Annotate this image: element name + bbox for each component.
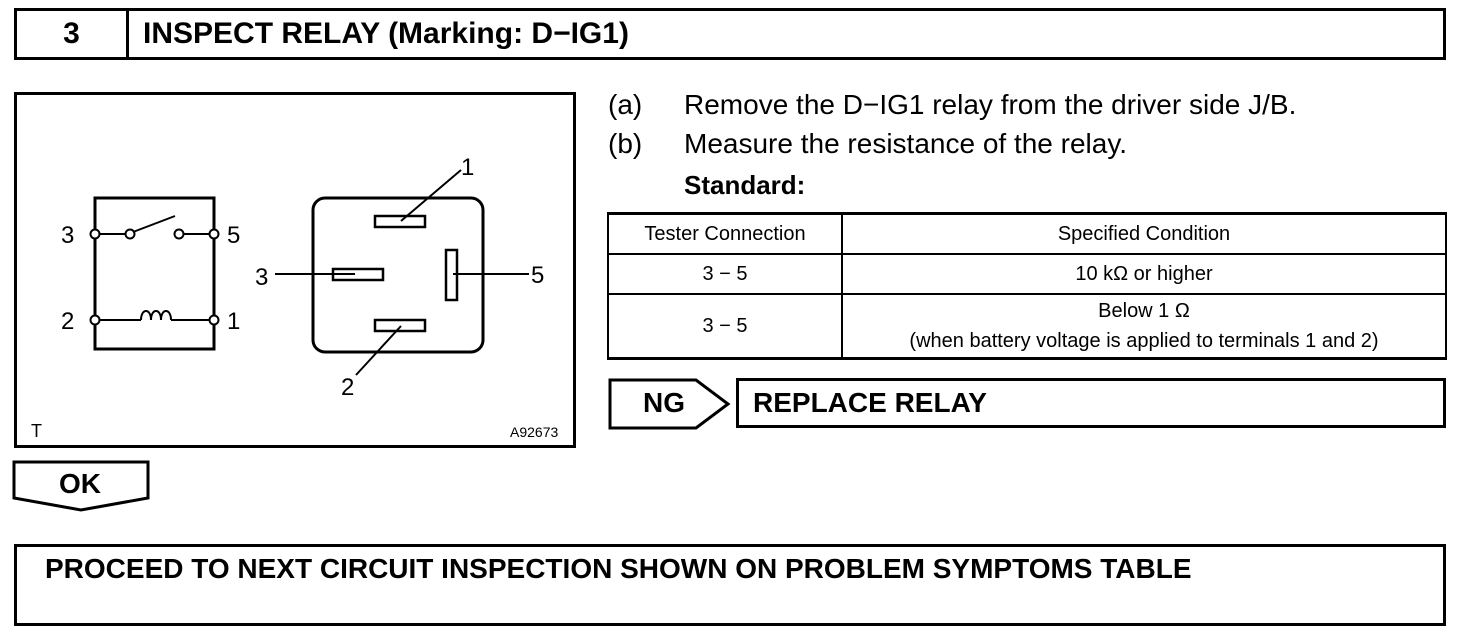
figure-corner-mark: T — [31, 421, 42, 441]
connector-pin-2-label: 2 — [341, 374, 354, 401]
row-1-condition: 10 kΩ or higher — [841, 253, 1447, 295]
schematic-pin-2-label: 2 — [61, 308, 74, 335]
connector-pin-3-label: 3 — [255, 264, 268, 291]
pin-3-terminal — [89, 228, 101, 240]
table-header-row: Tester Connection Specified Condition — [607, 212, 1447, 255]
table-row: 3 − 5 Below 1 Ω (when battery voltage is… — [607, 293, 1447, 360]
step-a-letter: (a) — [608, 89, 643, 120]
ng-arrow-shape — [608, 378, 731, 430]
step-number: 3 — [17, 11, 129, 57]
ng-action-box: REPLACE RELAY — [736, 378, 1446, 428]
step-title: INSPECT RELAY (Marking: D−IG1) — [143, 17, 629, 50]
ok-arrow-shape — [12, 460, 150, 512]
switch-lever — [132, 215, 176, 233]
header-tester-connection: Tester Connection — [607, 212, 843, 255]
pin-2-terminal — [89, 314, 101, 326]
schematic-pin-1-label: 1 — [227, 308, 240, 335]
connector-pin-1-label: 1 — [461, 154, 474, 181]
row-2-connection: 3 − 5 — [607, 293, 843, 360]
relay-diagram: 3 5 2 1 1 3 5 2 T A92673 — [31, 154, 558, 441]
step-a-text: Remove the D−IG1 relay from the driver s… — [684, 89, 1297, 120]
step-b-letter: (b) — [608, 128, 643, 159]
proceed-box: PROCEED TO NEXT CIRCUIT INSPECTION SHOWN… — [14, 544, 1446, 626]
step-b-text: Measure the resistance of the relay. — [684, 128, 1128, 159]
schematic-box — [93, 196, 216, 351]
standard-label: Standard: — [684, 170, 806, 200]
schematic-pin-3-label: 3 — [61, 222, 74, 249]
ng-label: NG — [643, 387, 685, 418]
row-2-condition: Below 1 Ω — [1098, 300, 1190, 322]
pin-1-terminal — [208, 314, 220, 326]
switch-contact-right — [173, 228, 185, 240]
row-2-condition-note: (when battery voltage is applied to term… — [909, 330, 1379, 352]
step-header: 3 INSPECT RELAY (Marking: D−IG1) — [14, 8, 1446, 60]
connector-pin-5-label: 5 — [531, 262, 544, 289]
coil-symbol — [140, 310, 172, 321]
connector-pin-1 — [373, 214, 427, 229]
header-specified-condition: Specified Condition — [841, 212, 1447, 255]
figure-code: A92673 — [510, 424, 558, 440]
spec-table: Tester Connection Specified Condition 3 … — [607, 212, 1447, 360]
table-row: 3 − 5 10 kΩ or higher — [607, 253, 1447, 295]
pin-5-terminal — [208, 228, 220, 240]
row-2-condition-cell: Below 1 Ω (when battery voltage is appli… — [841, 293, 1447, 360]
relay-figure: 3 5 2 1 1 3 5 2 T A92673 — [14, 92, 576, 448]
schematic-pin-5-label: 5 — [227, 222, 240, 249]
row-1-connection: 3 − 5 — [607, 253, 843, 295]
switch-contact-left — [124, 228, 136, 240]
ok-label: OK — [59, 468, 101, 499]
connector-pin-2 — [373, 318, 427, 333]
